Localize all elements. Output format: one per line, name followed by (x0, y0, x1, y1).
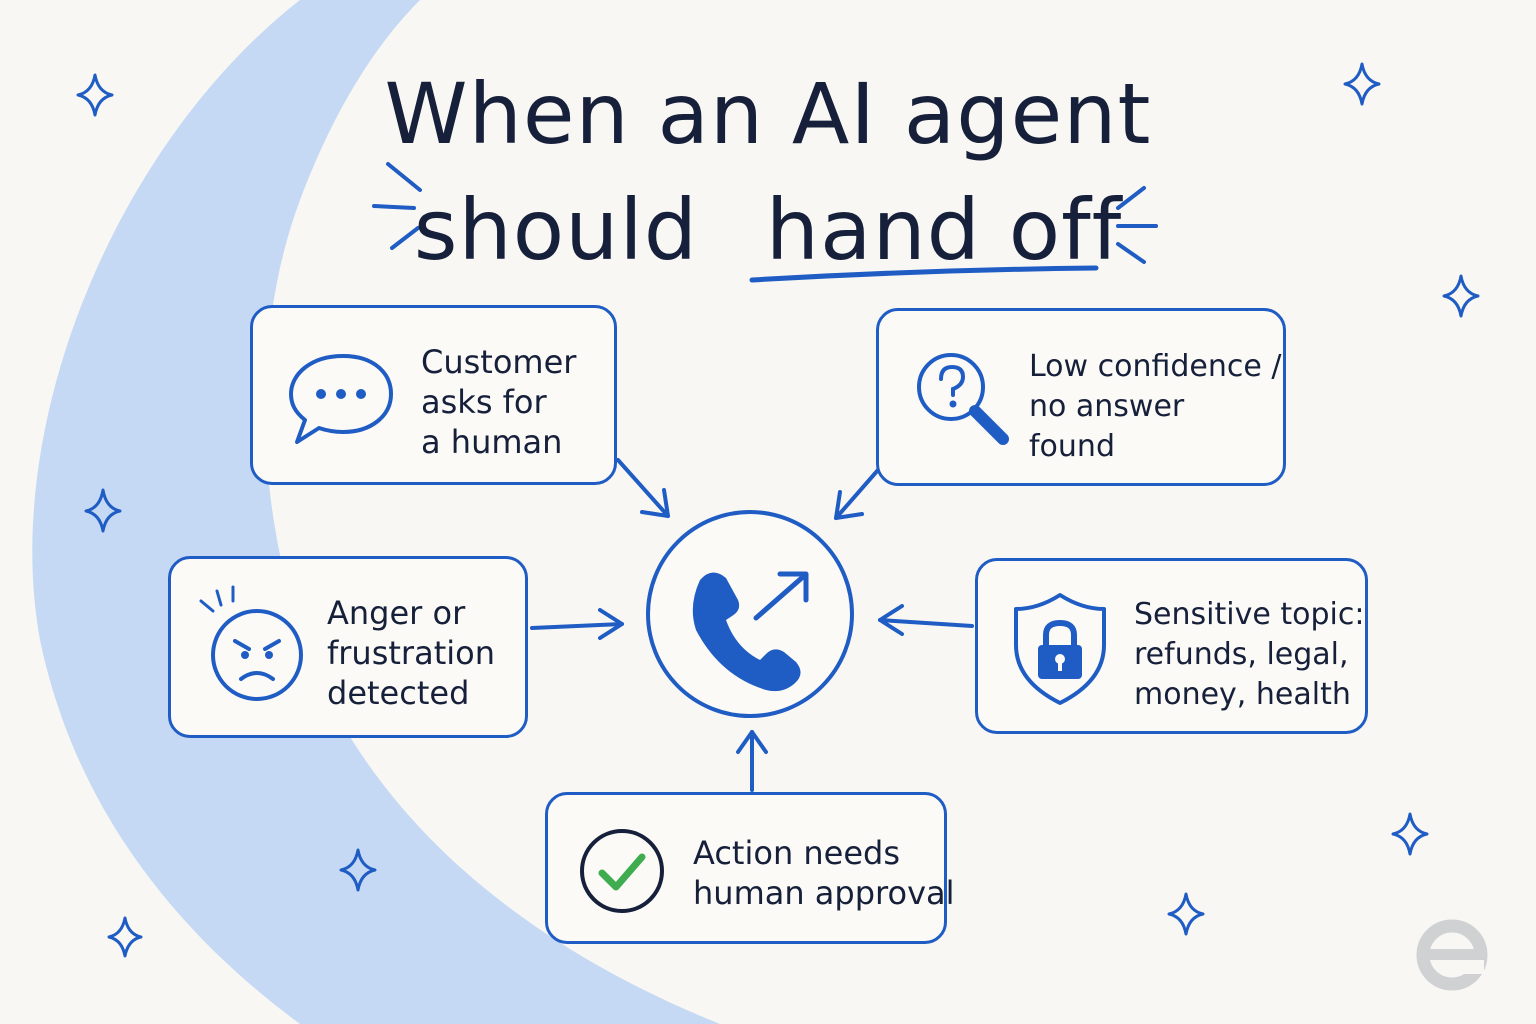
sparkle-icon (84, 488, 122, 533)
card-line: Sensitive topic: (1134, 597, 1365, 632)
sparkle-icon (1391, 812, 1429, 856)
card-line: Anger or (327, 594, 466, 632)
trigger-card-approval: Action needs human approval (545, 792, 955, 944)
card-text: Anger or frustration detected (327, 593, 495, 713)
title-plain: should (413, 181, 699, 279)
speech-bubble-icon (289, 354, 393, 444)
logo-e (1416, 919, 1488, 991)
card-line: asks for (421, 383, 547, 421)
card-line: human approval (693, 874, 955, 912)
card-text: Sensitive topic: refunds, legal, money, … (1134, 595, 1364, 715)
sparkle-icon (107, 916, 143, 958)
trigger-card-customer-asks: Customer asks for a human (250, 305, 617, 485)
card-line: detected (327, 674, 470, 712)
sparkle-icon (76, 73, 114, 117)
card-text: Action needs human approval (693, 833, 955, 913)
card-line: Customer (421, 343, 577, 381)
title-emphasis: hand off (765, 181, 1123, 279)
card-line: a human (421, 423, 563, 461)
trigger-card-low-confidence: Low confidence / no answer found (876, 308, 1286, 486)
card-line: money, health (1134, 677, 1351, 712)
phone-transfer-icon (692, 571, 809, 692)
card-line: Action needs (693, 834, 901, 872)
sparkle-icon (1167, 892, 1205, 936)
card-line: Low confidence / (1029, 349, 1282, 384)
angry-face-icon (199, 585, 303, 701)
card-text: Low confidence / no answer found (1029, 347, 1281, 467)
card-line: no answer (1029, 389, 1185, 424)
sparkle-icon (1343, 62, 1381, 106)
page-title-line-2: should hand off (0, 188, 1536, 272)
shield-lock-icon (1014, 593, 1106, 705)
magnifier-question-icon (917, 353, 1009, 445)
card-line: frustration (327, 634, 495, 672)
trigger-card-sensitive: Sensitive topic: refunds, legal, money, … (975, 558, 1368, 734)
card-line: found (1029, 429, 1115, 464)
sparkle-icon (1442, 274, 1480, 318)
card-line: refunds, legal, (1134, 637, 1349, 672)
card-text: Customer asks for a human (421, 342, 576, 462)
checkmark-circle-icon (580, 829, 664, 913)
page-title-line-1: When an AI agent (384, 65, 1152, 163)
sparkle-icon (339, 848, 377, 892)
trigger-card-anger: Anger or frustration detected (168, 556, 528, 738)
